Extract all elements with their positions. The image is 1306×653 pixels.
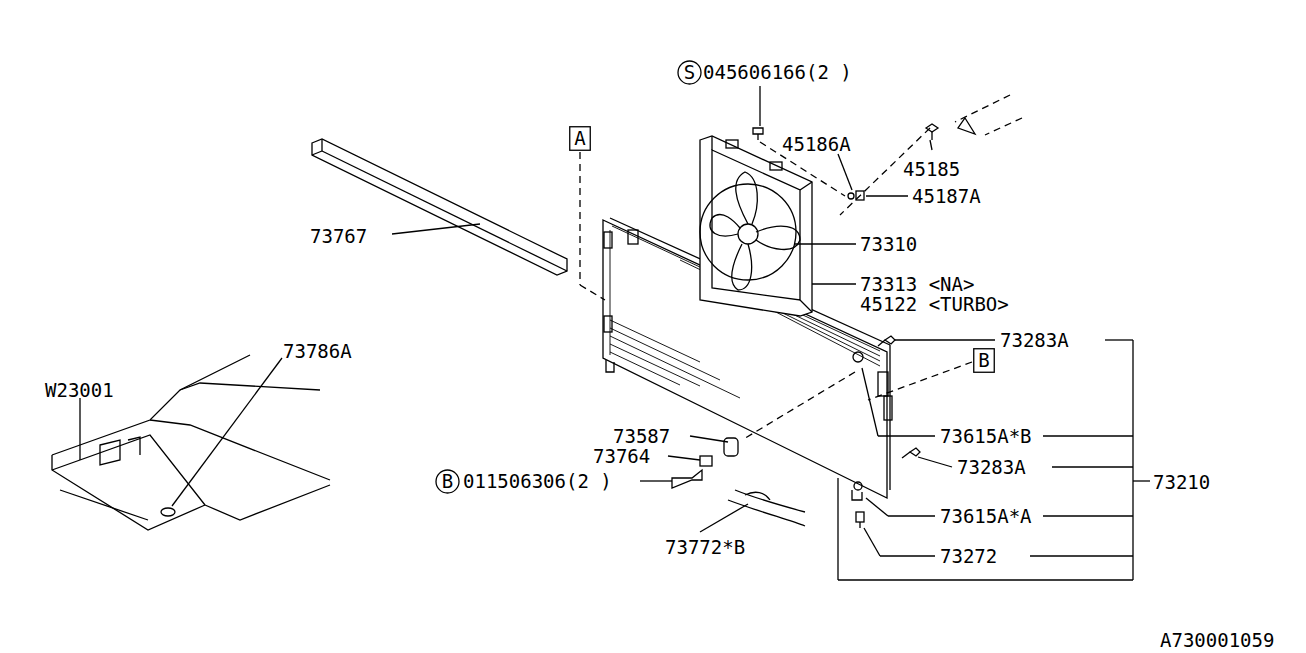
node-letter: B <box>978 351 989 370</box>
part-number: 73767 <box>310 227 367 246</box>
circled-letter: S <box>677 60 702 85</box>
part-number: 73283A <box>957 458 1026 477</box>
node-letter: B <box>442 472 453 491</box>
circled-letter: B <box>435 469 460 494</box>
part-number: 73772*B <box>665 538 745 557</box>
part-number: 45187A <box>912 187 981 206</box>
part-number: 73587 <box>613 427 670 446</box>
part-number: 011506306(2 ) <box>463 472 612 491</box>
part-number: 73764 <box>593 447 650 466</box>
part-number: 45185 <box>903 160 960 179</box>
part-number: 73313 <NA> <box>860 275 974 294</box>
part-number: 45122 <TURBO> <box>860 295 1009 314</box>
part-number: 73615A*B <box>940 427 1032 446</box>
part-number: 73786A <box>283 342 352 361</box>
part-number: 73310 <box>860 235 917 254</box>
part-number: 73283A <box>1000 331 1069 350</box>
reference-box: B <box>973 348 995 373</box>
node-letter: A <box>574 129 585 148</box>
part-number: 73615A*A <box>940 507 1032 526</box>
part-number: 73272 <box>940 547 997 566</box>
node-letter: S <box>684 63 695 82</box>
part-number: 73210 <box>1153 473 1210 492</box>
part-number: 45186A <box>782 135 851 154</box>
reference-box: A <box>569 126 591 151</box>
part-number: 045606166(2 ) <box>703 63 852 82</box>
part-number: W23001 <box>45 381 114 400</box>
drawing-number: A730001059 <box>1160 631 1274 650</box>
